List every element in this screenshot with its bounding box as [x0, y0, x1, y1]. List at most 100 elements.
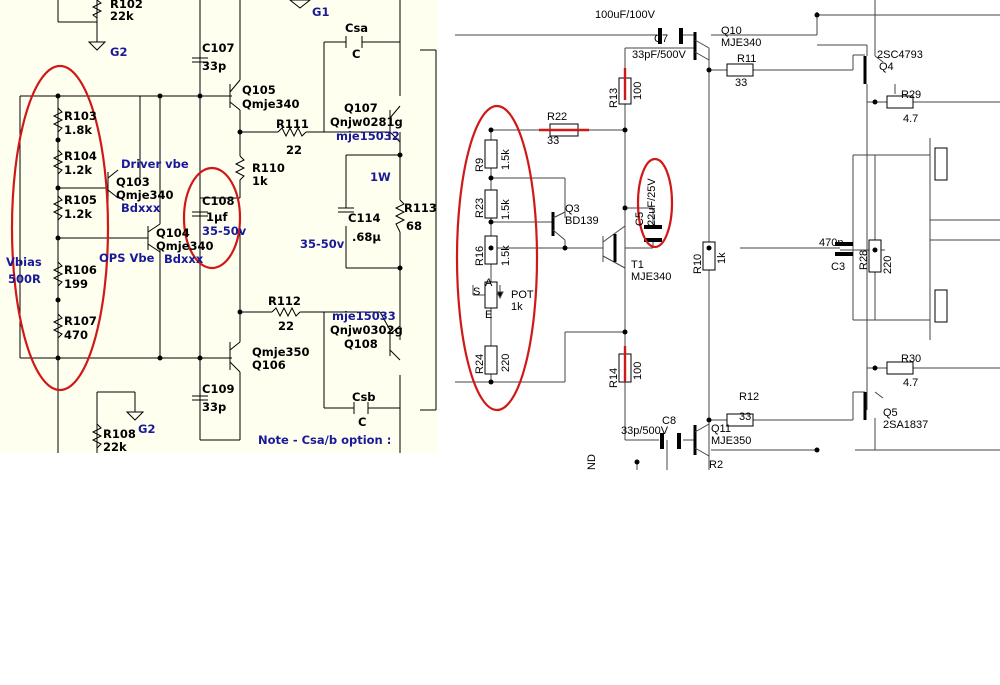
label-q107-value: Qnjw0281g — [330, 115, 403, 129]
label-csa-value: C — [352, 47, 360, 61]
left-junctions — [55, 93, 403, 361]
label-r111: R111 — [276, 117, 309, 131]
left-capacitors — [192, 36, 369, 414]
label-q5: Q5 — [883, 407, 898, 419]
label-csb: Csb — [352, 390, 376, 404]
label-q11: Q11 — [711, 423, 731, 435]
label-c114-rating: 35-50v — [300, 237, 345, 251]
label-g1: G1 — [312, 5, 329, 19]
resistor-r105 — [52, 195, 64, 221]
resistor-r110 — [234, 155, 246, 185]
label-c8-value: 33p/500V — [621, 425, 669, 437]
right-wires — [455, 0, 1000, 470]
label-c8: C8 — [662, 415, 676, 427]
label-r16: R16 — [474, 246, 486, 266]
resistor-r23 — [484, 189, 498, 219]
label-r108: R108 — [103, 427, 136, 441]
label-r112: R112 — [268, 294, 301, 308]
label-r113: R113 — [404, 201, 437, 215]
right-labels: 100uF/100V C7 33pF/500V Q10 MJE340 R11 3… — [473, 9, 928, 470]
label-q104: Q104 — [156, 226, 190, 240]
label-c107-value: 33p — [202, 59, 226, 73]
label-r108-value: 22k — [103, 440, 127, 453]
label-r9-value: 1.5k — [500, 149, 512, 170]
label-q3-value: BD139 — [565, 215, 599, 227]
label-c7: C7 — [654, 33, 668, 45]
label-r12: R12 — [739, 391, 759, 403]
label-r103-value: 1.8k — [64, 123, 92, 137]
label-pot-s: S — [473, 286, 480, 298]
resistor-r30 — [886, 361, 914, 375]
resistor-r113 — [394, 199, 406, 233]
label-q108: Q108 — [344, 337, 378, 351]
label-bdxxx-2: Bdxxx — [164, 252, 204, 266]
label-driver-vbe: Driver vbe — [121, 157, 189, 171]
label-c5-value: 22uF/25V — [646, 178, 658, 226]
label-note: Note - Csa/b option : — [258, 433, 391, 447]
label-q4: Q4 — [879, 61, 894, 73]
label-r24: R24 — [474, 354, 486, 374]
label-r29-value: 4.7 — [903, 113, 918, 125]
label-c109-value: 33p — [202, 400, 226, 414]
label-r110-value: 1k — [252, 174, 268, 188]
right-red-marks — [539, 68, 627, 382]
label-r23-value: 1.5k — [500, 199, 512, 220]
annotation-ring-bias-chain — [10, 64, 110, 392]
label-g2-bottom: G2 — [138, 422, 155, 436]
label-c114: C114 — [348, 211, 380, 225]
label-r102: R102 — [110, 0, 143, 11]
label-r23: R23 — [474, 198, 486, 218]
label-r28-value: 220 — [882, 256, 894, 274]
resistor-r111 — [277, 126, 307, 138]
left-grounds — [87, 0, 311, 421]
label-r10: R10 — [692, 254, 704, 274]
label-2sc4793: 2SC4793 — [877, 49, 923, 61]
label-r10-value: 1k — [716, 252, 728, 264]
label-q107-alt: mje15032 — [336, 129, 400, 143]
label-r113-value: 68 — [406, 219, 422, 233]
label-q5-value: 2SA1837 — [883, 419, 928, 431]
label-1w: 1W — [370, 170, 391, 184]
label-mje15033: mje15033 — [332, 309, 396, 323]
label-q11-value: MJE350 — [711, 435, 751, 447]
label-q10-value: MJE340 — [721, 37, 761, 49]
label-qmje350: Qmje350 — [252, 345, 310, 359]
label-c108-rating: 35-50v — [202, 224, 247, 238]
label-nd: ND — [586, 454, 598, 470]
resistor-r108 — [91, 423, 103, 449]
pot-wiper — [472, 285, 504, 300]
label-c-top: 100uF/100V — [595, 9, 656, 21]
label-r106: R106 — [64, 263, 97, 277]
label-c3-value: 470n — [819, 237, 843, 249]
annotation-ring-c5 — [636, 157, 674, 249]
label-r102-value: 22k — [110, 9, 134, 23]
right-transistors — [551, 32, 867, 457]
resistor-r103 — [52, 107, 64, 133]
label-r14-value: 100 — [632, 362, 644, 380]
label-q104-value: Qmje340 — [156, 239, 214, 253]
label-r107: R107 — [64, 314, 97, 328]
right-junctions — [488, 12, 878, 465]
label-q106: Q106 — [252, 358, 286, 372]
label-c108-value: 1μf — [206, 210, 228, 224]
label-t1-value: MJE340 — [631, 271, 671, 283]
label-q3: Q3 — [565, 203, 580, 215]
label-pot: POT — [511, 289, 534, 301]
label-ops-vbe: OPS Vbe — [99, 251, 155, 265]
resistor-r11 — [726, 63, 754, 77]
label-pot-a: A — [485, 277, 493, 289]
label-r112-value: 22 — [278, 319, 294, 333]
label-r16-value: 1.5k — [500, 245, 512, 266]
resistor-r104 — [52, 149, 64, 175]
label-r28: R28 — [858, 250, 870, 270]
label-r11: R11 — [737, 53, 756, 65]
label-r104-value: 1.2k — [64, 163, 92, 177]
resistor-r9 — [484, 139, 498, 169]
left-schematic-panel: R102 22k G1 G2 C107 33p Csa C Q105 Qmje3… — [0, 0, 438, 453]
label-r105: R105 — [64, 193, 97, 207]
label-r11-value: 33 — [735, 77, 747, 89]
resistor-r107 — [52, 313, 64, 339]
label-r30: R30 — [901, 353, 921, 365]
label-q105: Q105 — [242, 83, 276, 97]
label-r22: R22 — [547, 111, 567, 123]
